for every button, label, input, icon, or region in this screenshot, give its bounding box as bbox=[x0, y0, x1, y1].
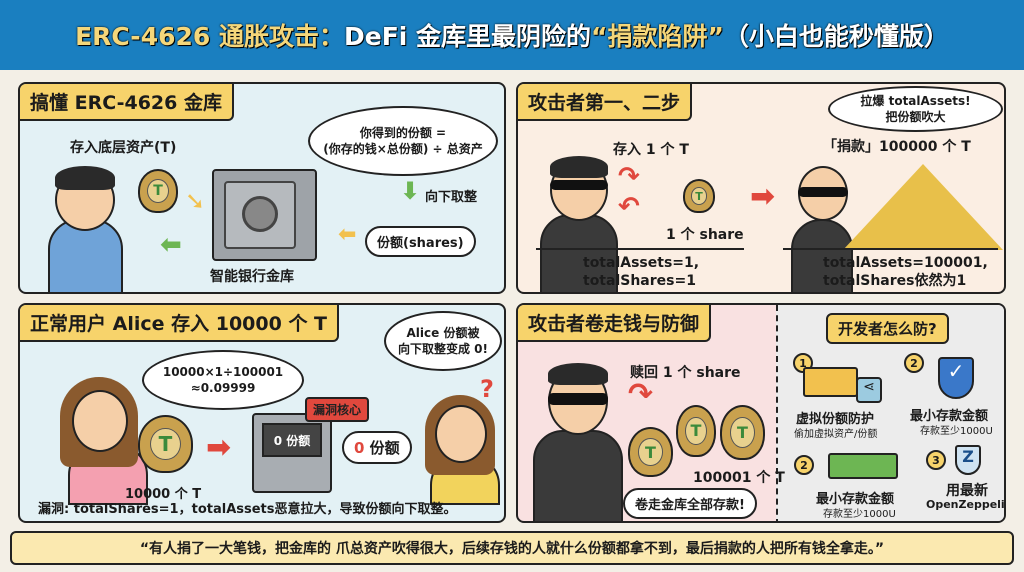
computer-screen: 0 份额 bbox=[262, 423, 322, 457]
deposit-one-label: 存入 1 个 T bbox=[613, 142, 689, 158]
vault-label: 智能银行金库 bbox=[210, 269, 294, 285]
title-part4: （小白也能秒懂版） bbox=[723, 22, 949, 51]
money-bag-icon: T bbox=[676, 405, 716, 457]
panel-title: 搞懂 ERC-4626 金库 bbox=[20, 84, 234, 121]
arrow-curve-icon: ↷ bbox=[628, 377, 654, 412]
one-share-label: 1 个 share bbox=[666, 227, 744, 243]
panel-attacker-steps: 攻击者第一、二步 存入 1 个 T ↷ ↶ T 1 个 share totalA… bbox=[516, 82, 1006, 294]
calc-bubble: 10000×1÷100001≈0.09999 bbox=[142, 350, 304, 410]
footer-quote: “有人捐了一大笔钱，把金库的 爪总资产吹得很大，后续存钱的人就什么份额都拿不到，… bbox=[10, 531, 1014, 565]
arrow-right-icon: ↷ bbox=[618, 162, 640, 192]
money-bag-icon: T bbox=[720, 405, 765, 460]
formula-bubble: 你得到的份额 = (你存的钱×总份额) ÷ 总资产 bbox=[308, 106, 498, 176]
defense-sub-2: 存款至少1000U bbox=[920, 426, 993, 437]
panel-title: 正常用户 Alice 存入 10000 个 T bbox=[20, 305, 340, 342]
arrow-right-icon: ➡ bbox=[206, 430, 232, 465]
defense-title: 开发者怎么防? bbox=[826, 313, 949, 344]
steal-bubble: 卷走金库全部存款! bbox=[623, 488, 757, 519]
attacker-body bbox=[540, 214, 618, 292]
title-part3: “捐款陷阱” bbox=[591, 22, 724, 51]
panel-understand-vault: 搞懂 ERC-4626 金库 存入底层资产(T) T ➘ ⬅ 智能银行金库 你得… bbox=[18, 82, 506, 294]
step-number: 2 bbox=[904, 353, 924, 373]
attacker2-body bbox=[791, 219, 853, 292]
question-icon: ? bbox=[480, 375, 494, 403]
state1: totalAssets=1,totalShares=1 bbox=[583, 255, 700, 290]
panel-title: 攻击者卷走钱与防御 bbox=[518, 305, 712, 342]
share-icon: ⋖ bbox=[856, 377, 882, 403]
formula-line2: (你存的钱×总份额) ÷ 总资产 bbox=[323, 142, 483, 156]
bag-amount: 10000 个 T bbox=[125, 487, 202, 502]
defense-title-2: 最小存款金额 bbox=[910, 409, 989, 424]
arrow-left-icon: ⬅ bbox=[338, 222, 357, 247]
bug-note: 漏洞: totalShares=1，totalAssets恶意拉大，导致份额向下… bbox=[38, 502, 457, 517]
defense-sub-4: OpenZeppelin bbox=[926, 498, 1006, 511]
arrow-next-icon: ➡ bbox=[750, 179, 776, 214]
attacker-hair bbox=[548, 363, 608, 385]
arrow-left-icon: ↶ bbox=[618, 192, 640, 222]
defense-title-3: 最小存款金额 bbox=[816, 492, 895, 507]
mask-icon bbox=[550, 180, 608, 190]
arrow-right-icon: ➘ bbox=[185, 187, 206, 215]
openzeppelin-logo-icon: Z bbox=[955, 445, 981, 475]
ground-line bbox=[783, 248, 998, 250]
donate-label: 「捐款」100000 个 T bbox=[823, 139, 971, 155]
attacker-body bbox=[533, 430, 623, 521]
cash-stack-icon bbox=[828, 453, 898, 479]
redeem-label: 赎回 1 个 share bbox=[630, 365, 741, 381]
step-number: 3 bbox=[926, 450, 946, 470]
defense-sub-3: 存款至少1000U bbox=[823, 509, 896, 520]
deposit-label: 存入底层资产(T) bbox=[70, 140, 177, 156]
money-bag-icon: T bbox=[138, 169, 178, 213]
zero-shares-pill: 0 份额 bbox=[342, 431, 412, 464]
ground-line bbox=[536, 248, 744, 250]
defense-title-4: 用最新 bbox=[946, 483, 988, 499]
panel-attacker-defense: 攻击者卷走钱与防御 T 赎回 1 个 share ↷ T T 100001 个 … bbox=[516, 303, 1006, 523]
bug-core-badge: 漏洞核心 bbox=[305, 397, 370, 422]
alice-bubble: Alice 份额被向下取整变成 0! bbox=[384, 311, 502, 371]
money-bag-icon: T bbox=[683, 179, 715, 213]
formula-line1: 你得到的份额 = bbox=[359, 125, 447, 140]
mask-icon bbox=[548, 393, 608, 405]
panel-alice-deposit: 正常用户 Alice 存入 10000 个 T T 10000 个 T 1000… bbox=[18, 303, 506, 523]
title-part1: ERC-4626 通胀攻击： bbox=[75, 22, 344, 51]
round-down-label: 向下取整 bbox=[425, 190, 478, 205]
attacker-hair bbox=[550, 156, 608, 178]
computer-icon: 0 份额 bbox=[252, 413, 332, 493]
defense-sub-1: 偷加虚拟资产/份额 bbox=[794, 429, 878, 440]
title-banner: ERC-4626 通胀攻击： DeFi 金库里最阴险的 “捐款陷阱” （小白也能… bbox=[0, 0, 1024, 70]
mask-icon bbox=[798, 187, 848, 197]
panel-title: 攻击者第一、二步 bbox=[518, 84, 693, 121]
shield-check-icon: ✓ bbox=[938, 357, 974, 399]
money-bag-icon: T bbox=[138, 415, 193, 473]
arrow-down-icon: ⬇ bbox=[400, 177, 421, 205]
alice-head bbox=[72, 390, 128, 452]
user-hair bbox=[55, 166, 115, 190]
vault-safe-icon bbox=[212, 169, 317, 261]
alice2-head bbox=[435, 405, 487, 463]
money-bag-icon: T bbox=[628, 427, 673, 477]
money-pile-icon bbox=[843, 164, 1003, 250]
step-number: 2 bbox=[794, 455, 814, 475]
state2: totalAssets=100001,totalShares依然为1 bbox=[823, 255, 988, 290]
defense-title-1: 虚拟份额防护 bbox=[796, 412, 875, 427]
shares-pill: 份额(shares) bbox=[365, 226, 476, 257]
gold-bars-icon bbox=[803, 367, 858, 397]
amount-label: 100001 个 T bbox=[693, 470, 785, 486]
attacker-bubble: 拉爆 totalAssets!把份额吹大 bbox=[828, 86, 1003, 132]
arrow-back-icon: ⬅ bbox=[160, 230, 182, 260]
title-part2: DeFi 金库里最阴险的 bbox=[343, 22, 592, 51]
